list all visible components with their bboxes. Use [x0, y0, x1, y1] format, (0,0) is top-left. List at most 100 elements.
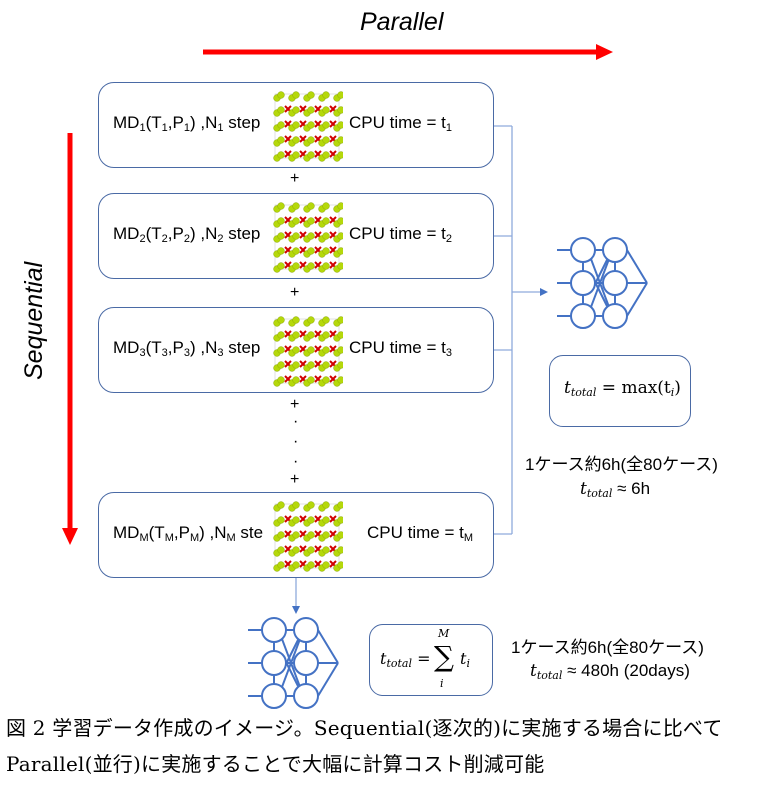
sequential-down-connector — [292, 578, 300, 614]
atom — [277, 361, 285, 369]
sequential-arrow — [62, 133, 78, 545]
atom — [277, 91, 285, 99]
atom — [337, 376, 343, 384]
atom — [337, 136, 343, 144]
atom — [307, 106, 315, 114]
atom — [322, 202, 330, 210]
atom — [307, 501, 315, 509]
atom — [337, 561, 343, 569]
atom — [277, 262, 285, 270]
atom — [277, 151, 285, 159]
atom — [307, 121, 315, 129]
atom — [322, 136, 330, 144]
md-run-label: MD3(T3,P3) ,N3 step — [113, 338, 261, 359]
sequential-note-line2: ttotal ≈ 480h (20days) — [530, 661, 690, 682]
atom — [292, 232, 300, 240]
atom — [322, 91, 330, 99]
atom — [322, 516, 330, 524]
atom — [307, 232, 315, 240]
atom — [322, 121, 330, 129]
figure-caption-line1: 図 2 学習データ作成のイメージ。Sequential(逐次的)に実施する場合に… — [6, 716, 723, 740]
parallel-formula: ttotal = max(ti) — [564, 378, 681, 399]
atom — [292, 136, 300, 144]
atom — [322, 247, 330, 255]
atom — [337, 247, 343, 255]
atom — [307, 531, 315, 539]
atom — [277, 247, 285, 255]
atom — [322, 262, 330, 270]
atom — [292, 331, 300, 339]
atom — [292, 316, 300, 324]
atom — [307, 331, 315, 339]
atom — [337, 531, 343, 539]
atom — [277, 106, 285, 114]
atom — [277, 501, 285, 509]
parallel-formula-box: ttotal = max(ti) — [549, 355, 691, 427]
atom — [292, 531, 300, 539]
atom — [292, 217, 300, 225]
atom — [292, 121, 300, 129]
atom — [307, 91, 315, 99]
parallel-note-line1: 1ケース約6h(全80ケース) — [525, 455, 718, 474]
atom — [322, 331, 330, 339]
atom — [277, 217, 285, 225]
atom — [277, 376, 285, 384]
neural-network-icon — [248, 617, 339, 709]
atom — [292, 262, 300, 270]
plus-separator: + — [290, 396, 300, 413]
parallel-label: Parallel — [360, 8, 444, 36]
atom — [277, 346, 285, 354]
parallel-note-line2: ttotal ≈ 6h — [580, 479, 651, 500]
atom — [337, 501, 343, 509]
atom — [307, 546, 315, 554]
atom — [307, 376, 315, 384]
atom — [322, 217, 330, 225]
atom — [292, 247, 300, 255]
atom — [277, 531, 285, 539]
atom — [292, 202, 300, 210]
sequential-formula-box: ttotal = M ∑ i ti — [369, 624, 493, 696]
atom — [337, 217, 343, 225]
ellipsis-dot: · — [293, 433, 299, 450]
cpu-time-label: CPU time = tM — [367, 523, 474, 544]
md-run-box: MDM(TM,PM) ,NM ste CPU time = tM — [98, 492, 494, 578]
atom — [337, 262, 343, 270]
atom — [337, 106, 343, 114]
atom — [322, 316, 330, 324]
neural-network-icon — [557, 237, 648, 329]
ellipsis-dot: · — [293, 453, 299, 470]
atom — [307, 217, 315, 225]
atom — [337, 202, 343, 210]
atom — [292, 501, 300, 509]
crystal-structure-icon — [273, 316, 343, 387]
atom — [337, 546, 343, 554]
parallel-arrow — [203, 44, 613, 60]
cpu-time-label: CPU time = t2 — [349, 224, 452, 245]
atom — [307, 202, 315, 210]
atom — [277, 546, 285, 554]
atom — [277, 136, 285, 144]
sequential-formula-lhs: ttotal = — [380, 649, 431, 670]
atom — [292, 516, 300, 524]
atom — [307, 516, 315, 524]
md-run-box: MD3(T3,P3) ,N3 step CPU time = t3 — [98, 307, 494, 393]
atom — [307, 136, 315, 144]
sequential-label: Sequential — [20, 261, 48, 380]
atom — [292, 546, 300, 554]
atom — [322, 531, 330, 539]
md-run-label: MD1(T1,P1) ,N1 step — [113, 113, 261, 134]
sum-upper-limit: M — [438, 627, 450, 640]
atom — [292, 106, 300, 114]
atom — [307, 316, 315, 324]
atom — [337, 346, 343, 354]
atom — [277, 232, 285, 240]
plus-separator: + — [290, 170, 300, 187]
crystal-structure-icon — [273, 202, 343, 273]
atom — [337, 91, 343, 99]
atom — [307, 346, 315, 354]
atom — [277, 331, 285, 339]
atom — [322, 232, 330, 240]
atom — [277, 516, 285, 524]
atom — [337, 361, 343, 369]
